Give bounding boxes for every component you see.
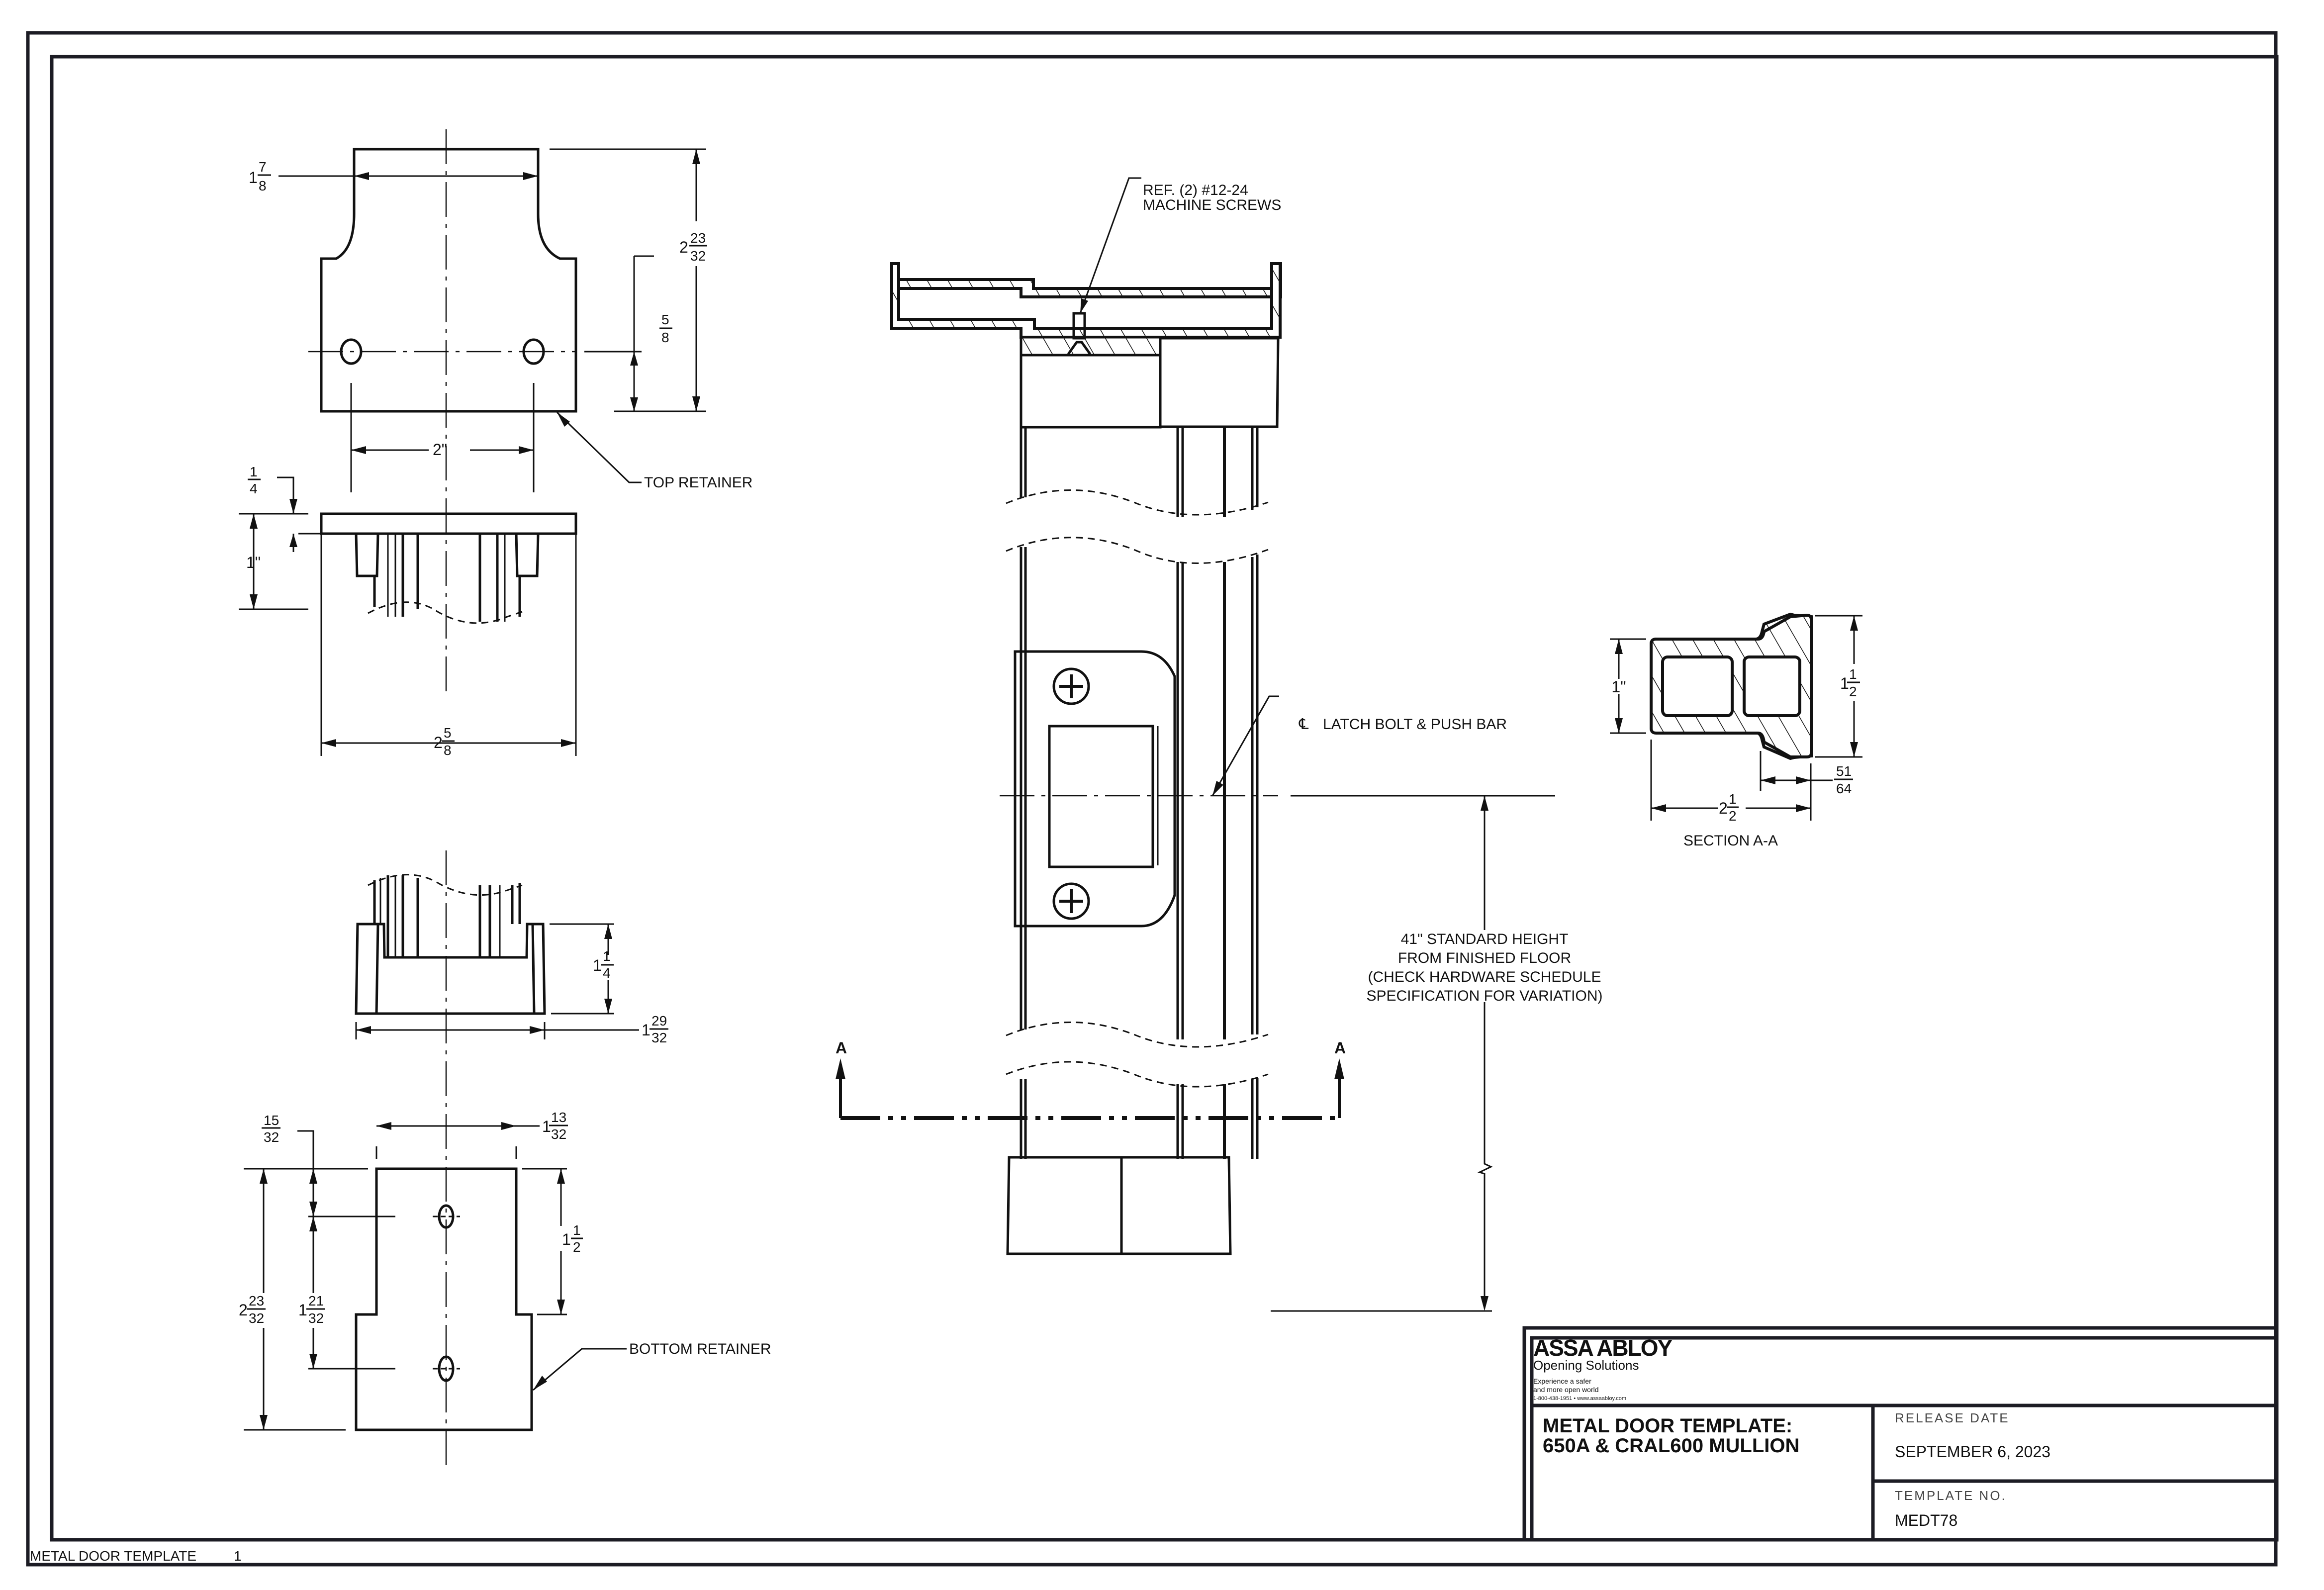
dim-den: 8 [444,743,452,758]
section-mark-right: A [1334,1039,1346,1057]
dim-den: 32 [551,1126,566,1142]
top-retainer-plan-view [279,129,706,696]
dim-whole: 1 [642,1021,651,1039]
dim-num: 7 [259,159,267,175]
bottom-retainer-plan-view [244,1122,627,1431]
dim-whole: 1 [1840,674,1849,692]
title-line1: METAL DOOR TEMPLATE: [1543,1415,1792,1437]
sheet-footer: METAL DOOR TEMPLATE 1 [30,1548,242,1564]
dim-num: 29 [651,1013,667,1029]
title-block: ASSA ABLOY Opening Solutions Experience … [1522,1326,2279,1542]
dim-num: 1 [603,948,611,964]
dim-den: 2 [573,1239,581,1255]
section-mark-left: A [836,1039,847,1057]
dim-den: 32 [651,1030,667,1045]
dim-den: 32 [690,248,706,264]
dim-left-height: 1" [1611,678,1626,696]
release-date-value: SEPTEMBER 6, 2023 [1895,1443,2050,1461]
bottom-retainer-label: BOTTOM RETAINER [629,1341,771,1357]
dim-hole-spacing: 2" [433,441,447,459]
top-retainer-label: TOP RETAINER [644,474,752,491]
dim-whole: 2 [434,734,443,751]
dim-den: 8 [259,178,267,193]
dim-den: 32 [308,1310,324,1326]
bottom-retainer-elevation-dims-text: 1 1 4 1 29 32 [593,948,668,1045]
bottom-retainer-elevation-view [355,850,639,1472]
centerline-label: LATCH BOLT & PUSH BAR [1323,716,1507,733]
dim-num: 5 [444,725,452,741]
dim-num: 1 [1849,666,1857,682]
dim-whole: 1 [249,169,258,187]
mullion-elevation-view [836,177,1555,1312]
section-aa-text: 1" 1 1 2 51 64 2 1 2 SECTION A-A [1611,666,1860,849]
dim-den: 4 [603,965,611,981]
brand-sub: Opening Solutions [1533,1358,1639,1373]
dim-whole: 2 [239,1301,248,1319]
dim-whole: 2 [1719,799,1728,817]
bottom-retainer-plan-dims-text: 15 32 1 13 32 1 1 2 2 23 32 1 21 32 BOTT… [239,1110,771,1357]
dim-num: 1 [573,1222,581,1238]
dim-num: 13 [551,1110,566,1125]
title-line2: 650A & CRAL600 MULLION [1543,1435,1799,1457]
top-retainer-dims-text: 1 7 8 2 23 32 5 8 2" TOP RETAINER [249,159,752,491]
dim-whole: 1 [593,956,602,974]
top-retainer-elevation-dims-text: 1 4 1" 2 5 8 [246,464,455,758]
page-number: 1 [234,1548,242,1564]
section-aa-view [1610,612,1862,821]
template-no-label: TEMPLATE NO. [1895,1488,2007,1503]
dim-whole: 2 [679,238,688,256]
height-note-line2: FROM FINISHED FLOOR [1398,950,1571,966]
brand-logo: ASSA ABLOY [1533,1335,1672,1361]
dim-den: 32 [264,1129,279,1145]
tagline-line2: and more open world [1533,1386,1599,1394]
tagline-line1: Experience a safer [1533,1377,1591,1385]
inner-frame [50,55,2279,1542]
dim-den: 2 [1849,684,1857,699]
dim-whole: 1 [298,1301,307,1319]
contact-info: 1-800-438-1951 • www.assaabloy.com [1533,1396,1626,1402]
template-no-value: MEDT78 [1895,1511,1957,1529]
dim-num: 23 [690,230,706,246]
section-aa-label: SECTION A-A [1683,833,1778,849]
dim-den: 32 [249,1310,264,1326]
dim-num: 5 [661,312,669,327]
dim-den: 64 [1836,781,1852,796]
dim-den: 4 [250,481,258,496]
footer-label: METAL DOOR TEMPLATE [30,1548,196,1564]
release-date-label: RELEASE DATE [1895,1410,2010,1425]
dim-num: 1 [250,464,258,479]
dim-depth: 1" [246,554,261,571]
height-note-line3: (CHECK HARDWARE SCHEDULE [1368,969,1601,985]
mullion-elevation-text: REF. (2) #12-24 MACHINE SCREWS ℄ LATCH B… [836,182,1603,1057]
height-note-line4: SPECIFICATION FOR VARIATION) [1366,988,1602,1004]
screw-callout-line1: REF. (2) #12-24 [1143,182,1248,198]
dim-num: 51 [1836,763,1852,779]
top-retainer-elevation-view [239,476,577,756]
dim-num: 15 [264,1113,279,1128]
dim-den: 2 [1729,808,1737,824]
dim-num: 21 [308,1293,324,1309]
height-note-line1: 41" STANDARD HEIGHT [1401,931,1569,947]
dim-whole: 1 [542,1118,551,1135]
dim-num: 23 [249,1293,264,1309]
dim-den: 8 [661,330,669,345]
screw-callout-line2: MACHINE SCREWS [1143,197,1281,213]
dim-whole: 1 [562,1230,571,1248]
centerline-symbol: ℄ [1299,716,1309,733]
dim-num: 1 [1729,791,1737,807]
